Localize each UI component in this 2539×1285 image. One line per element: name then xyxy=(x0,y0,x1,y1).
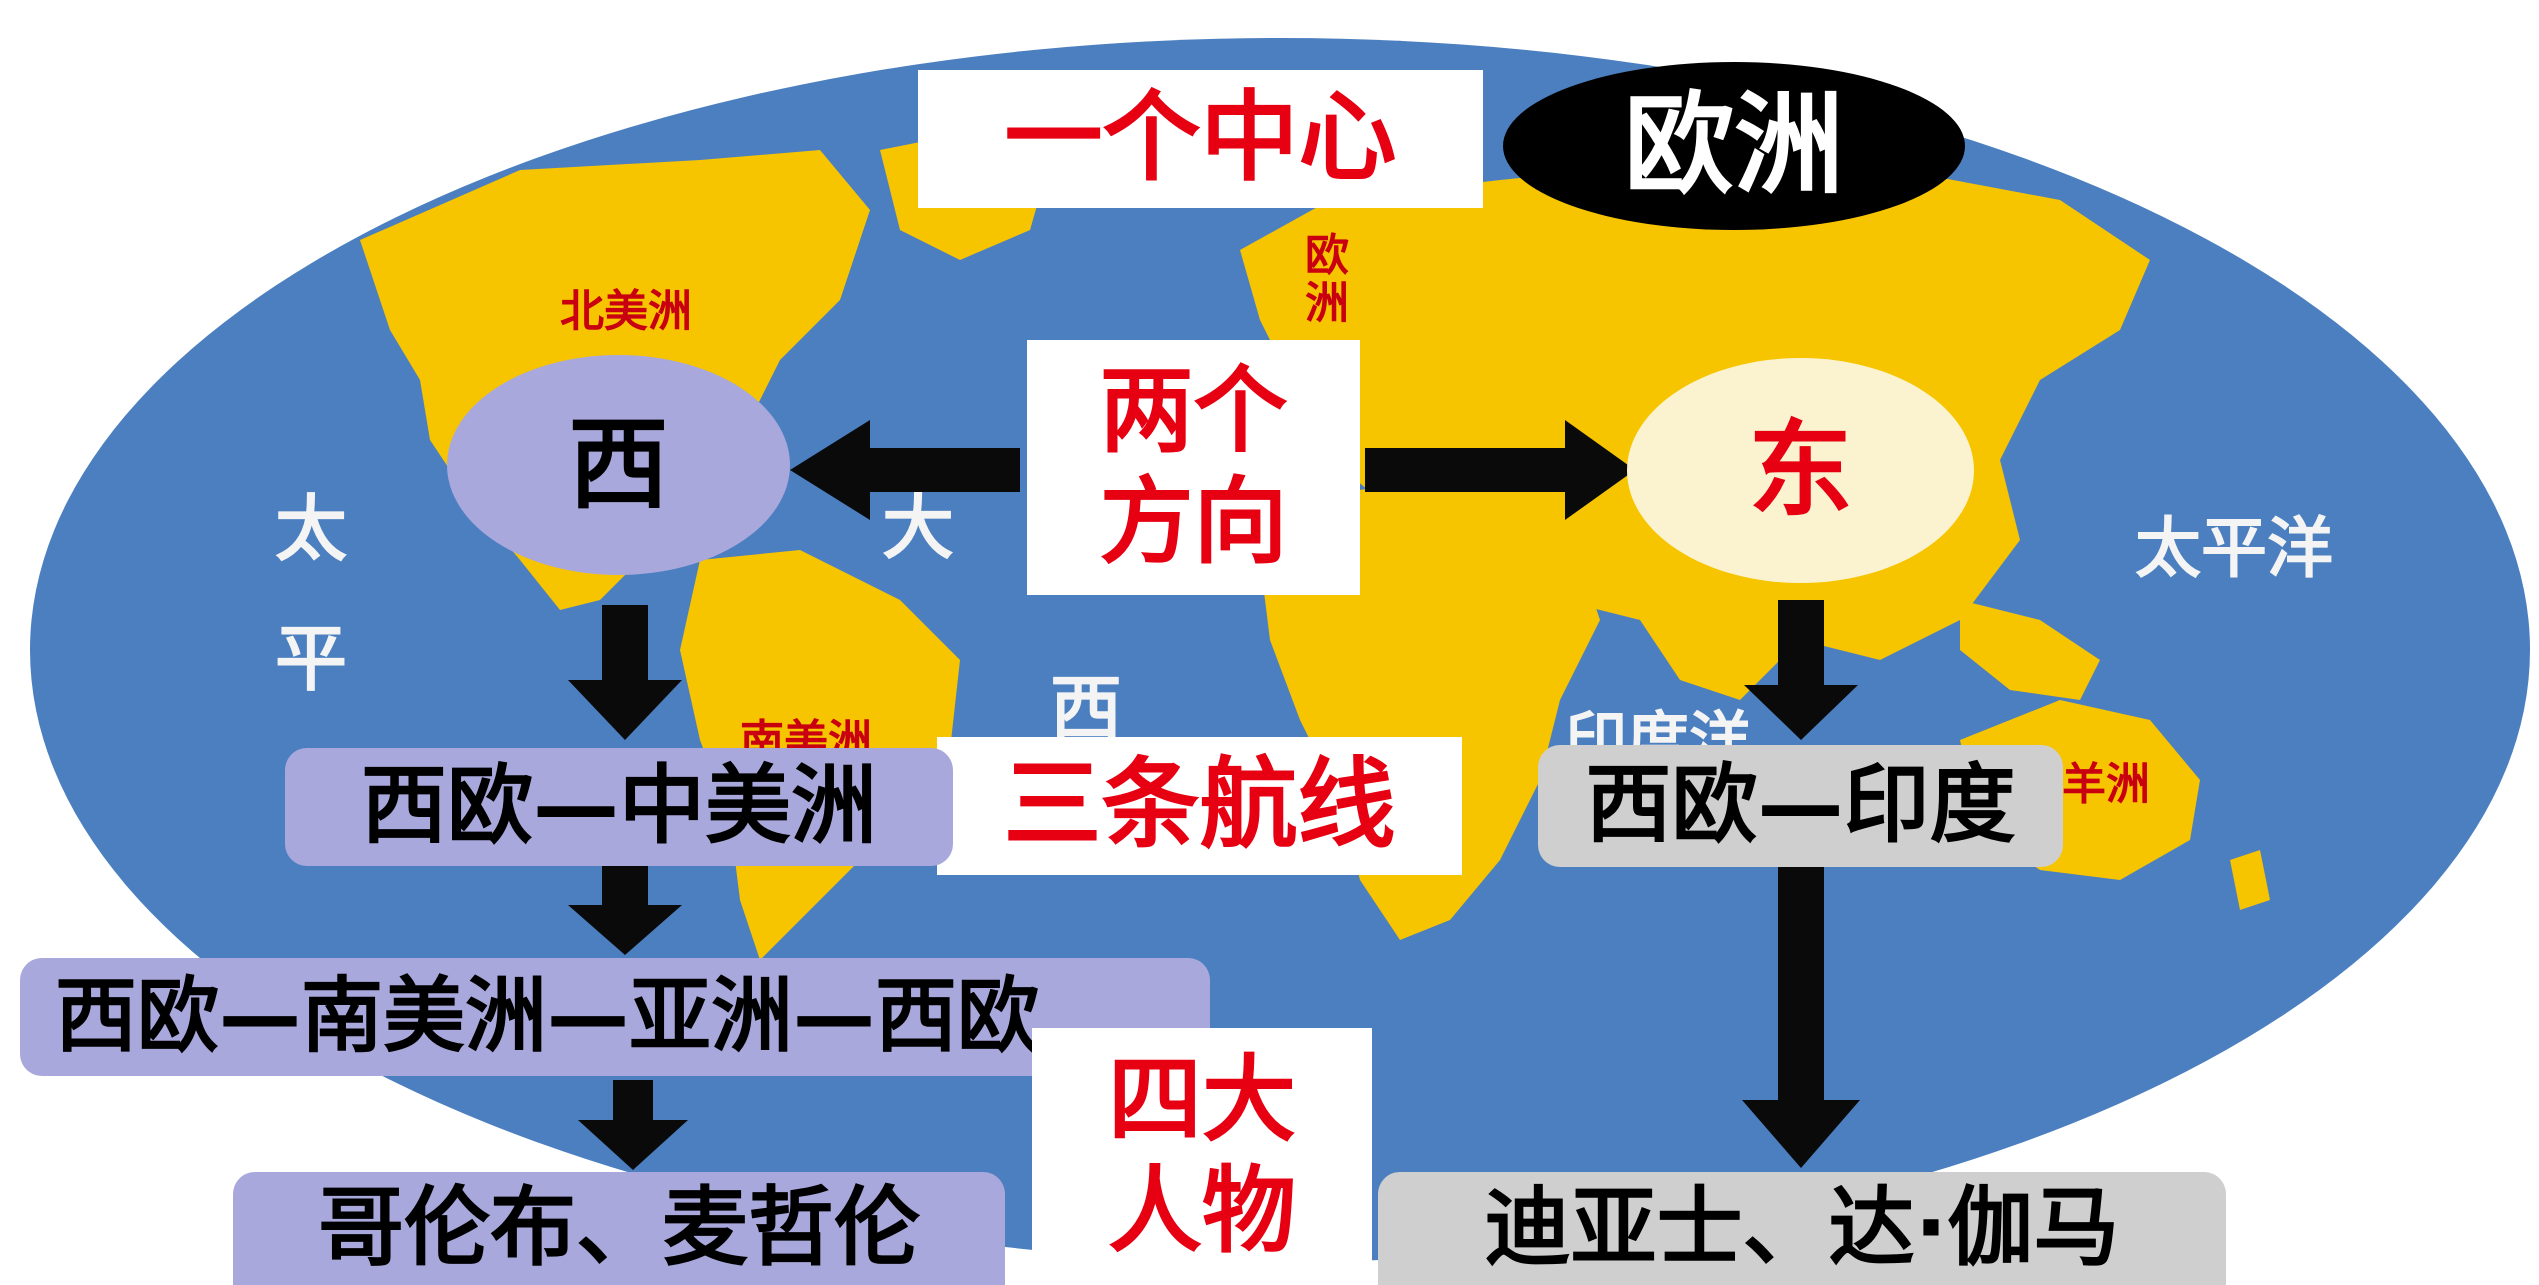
center-europe-oval: 欧洲 xyxy=(1503,62,1965,230)
east-direction-circle: 东 xyxy=(1627,358,1974,583)
north-america-label: 北美洲 xyxy=(560,286,692,337)
two-directions-label: 两个 方向 xyxy=(1027,340,1360,595)
oceania-label: 羊洲 xyxy=(2062,759,2150,810)
pacific-west-label-2: 平 xyxy=(275,617,348,701)
one-center-label: 一个中心 xyxy=(918,70,1483,208)
pacific-west-label-1: 太 xyxy=(275,487,348,571)
africa-landmass xyxy=(1260,480,1600,940)
four-people-label: 四大 人物 xyxy=(1032,1028,1372,1285)
west-route-circumnavigation: 西欧—南美洲—亚洲—西欧 xyxy=(20,958,1210,1076)
east-route-india: 西欧—印度 xyxy=(1538,745,2063,867)
se-asia-islands xyxy=(1960,600,2100,700)
new-zealand xyxy=(2230,850,2270,910)
west-direction-circle: 西 xyxy=(447,355,790,575)
pacific-east-label: 太平洋 xyxy=(2135,510,2333,587)
atlantic-label-1: 大 xyxy=(882,485,955,569)
west-route-central-america: 西欧—中美洲 xyxy=(285,748,953,866)
west-explorers: 哥伦布、麦哲伦 xyxy=(233,1172,1005,1285)
europe-label: 欧洲 xyxy=(1305,230,1349,330)
three-routes-label: 三条航线 xyxy=(937,737,1462,875)
east-explorers: 迪亚士、达·伽马 xyxy=(1378,1172,2226,1285)
